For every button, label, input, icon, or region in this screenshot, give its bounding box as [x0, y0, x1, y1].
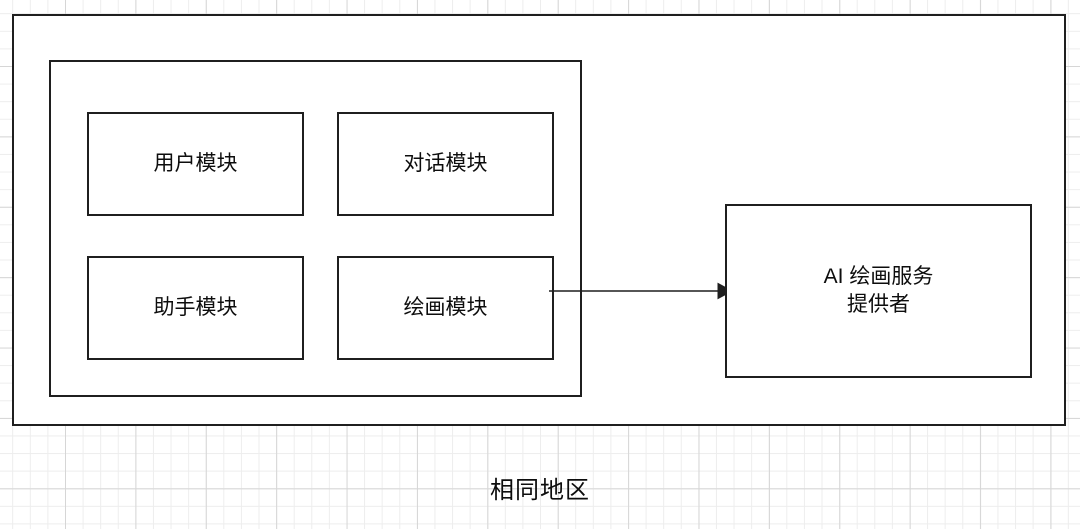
module-box-drawing[interactable]: 绘画模块 — [337, 256, 554, 360]
service-label-line-1: AI 绘画服务 — [823, 264, 934, 288]
module-label: 绘画模块 — [403, 295, 488, 319]
application-container[interactable]: 用户模块 对话模块 助手模块 绘画模块 — [49, 60, 582, 397]
service-label-line-2: 提供者 — [847, 293, 910, 316]
module-label: 对话模块 — [403, 151, 488, 175]
module-label: 助手模块 — [153, 295, 238, 319]
module-box-dialog[interactable]: 对话模块 — [337, 112, 554, 216]
region-caption: 相同地区 — [490, 477, 590, 504]
module-box-assistant[interactable]: 助手模块 — [87, 256, 304, 360]
module-box-user[interactable]: 用户模块 — [87, 112, 304, 216]
service-box-ai-drawing-provider[interactable]: AI 绘画服务 提供者 — [725, 204, 1032, 378]
connector-drawing-to-service[interactable] — [540, 265, 740, 317]
module-label: 用户模块 — [153, 151, 238, 175]
